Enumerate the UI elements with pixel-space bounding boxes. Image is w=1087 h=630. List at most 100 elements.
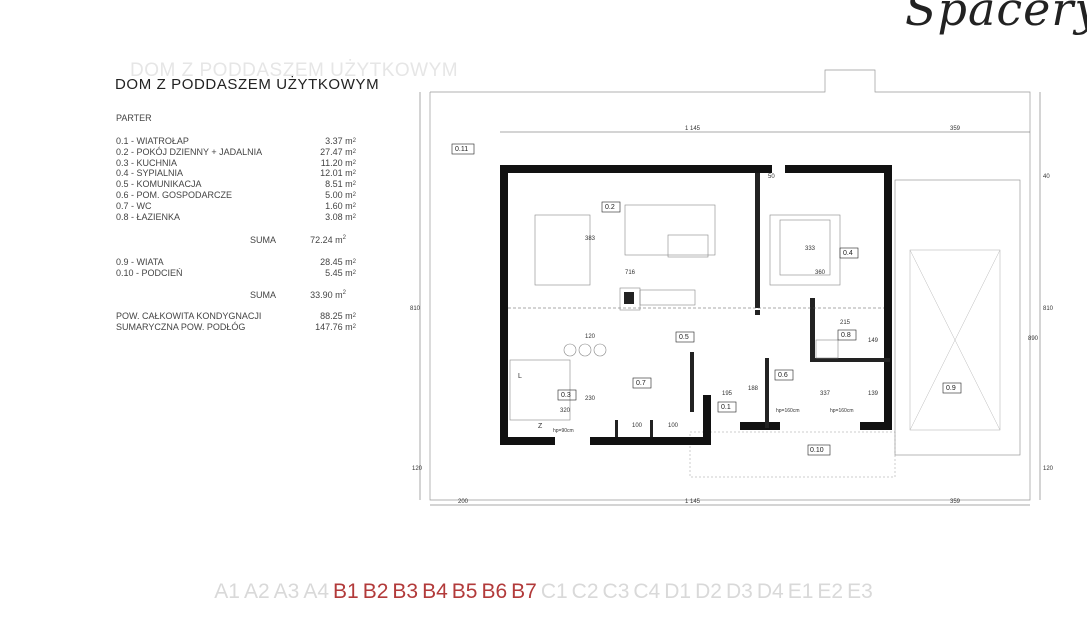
area-value: 1.60 m2 xyxy=(325,200,356,211)
nav-item-a1[interactable]: A1 xyxy=(214,580,240,603)
area-value: 28.45 m2 xyxy=(320,257,356,267)
svg-text:0.7: 0.7 xyxy=(636,380,646,387)
area-label: 0.10 - PODCIEŃ xyxy=(116,267,183,278)
dimension-labels: 1 145 359 200 1 145 359 810 810 890 120 … xyxy=(410,126,1054,505)
svg-text:Z: Z xyxy=(538,423,543,430)
ghost-title: DOM Z PODDASZEM UŻYTKOWYM xyxy=(130,60,459,81)
nav-item-b1[interactable]: B1 xyxy=(333,580,359,603)
nav-item-a4[interactable]: A4 xyxy=(303,580,329,603)
nav-item-b6[interactable]: B6 xyxy=(481,580,508,603)
nav-item-d4[interactable]: D4 xyxy=(756,580,784,603)
area-row: 0.9 - WIATA 28.45 m2 xyxy=(116,257,356,268)
svg-text:337: 337 xyxy=(820,391,831,397)
area-value: 12.01 m2 xyxy=(320,168,356,179)
plan-notes: hp=90cm hp=160cm hp=160cm Z L xyxy=(518,373,854,434)
svg-text:195: 195 xyxy=(722,391,733,397)
area-label: 0.9 - WIATA xyxy=(116,257,164,267)
nav-item-b7[interactable]: B7 xyxy=(511,580,537,603)
nav-item-c2[interactable]: C2 xyxy=(571,580,599,603)
area-value: 3.08 m2 xyxy=(325,211,356,222)
area-label: 0.1 - WIATROŁAP xyxy=(116,136,189,146)
svg-text:0.3: 0.3 xyxy=(561,392,571,399)
svg-text:0.10: 0.10 xyxy=(810,447,824,454)
area-label: 0.7 - WC xyxy=(116,200,152,211)
svg-text:890: 890 xyxy=(1028,336,1039,342)
nav-item-b3[interactable]: B3 xyxy=(392,580,419,603)
nav-item-d3[interactable]: D3 xyxy=(725,580,753,603)
area-label: 0.2 - POKÓJ DZIENNY + JADALNIA xyxy=(116,146,263,157)
svg-text:230: 230 xyxy=(585,396,596,402)
svg-text:40: 40 xyxy=(1043,174,1050,180)
area-label: 0.6 - POM. GOSPODARCZE xyxy=(116,189,233,200)
nav-item-a3[interactable]: A3 xyxy=(273,580,300,603)
svg-text:120: 120 xyxy=(412,466,423,472)
svg-text:139: 139 xyxy=(868,391,879,397)
svg-text:hp=160cm: hp=160cm xyxy=(776,408,800,414)
svg-text:120: 120 xyxy=(1043,466,1054,472)
svg-text:359: 359 xyxy=(950,499,961,505)
svg-text:100: 100 xyxy=(668,423,679,429)
roof-outline xyxy=(429,69,1031,501)
area-label: 0.5 - KOMUNIKACJA xyxy=(116,179,202,190)
area-value: 11.20 m2 xyxy=(320,157,356,168)
svg-text:L: L xyxy=(518,373,522,380)
svg-text:716: 716 xyxy=(625,270,636,276)
area-label: 0.4 - SYPIALNIA xyxy=(116,168,184,179)
svg-text:383: 383 xyxy=(585,236,596,242)
carport-outline xyxy=(894,179,1021,456)
dimension-lines xyxy=(419,92,1041,506)
nav-item-c4[interactable]: C4 xyxy=(633,580,661,603)
floor-plan: 0.11 0.2 0.4 0.5 0.8 0.7 0.6 0.3 0.1 0.1… xyxy=(410,69,1054,506)
svg-text:0.6: 0.6 xyxy=(778,372,788,379)
area-value: 5.00 m2 xyxy=(325,189,356,200)
svg-text:810: 810 xyxy=(410,306,421,312)
area-row: 0.7 - WC 1.60 m2 xyxy=(116,201,356,212)
svg-text:50: 50 xyxy=(768,174,775,180)
nav-item-d2[interactable]: D2 xyxy=(695,580,722,603)
svg-text:120: 120 xyxy=(585,334,596,340)
svg-text:0.2: 0.2 xyxy=(605,204,615,211)
area-label: POW. CAŁKOWITA KONDYGNACJI xyxy=(116,311,262,321)
brand-logo: Spacery xyxy=(905,0,1087,36)
svg-text:359: 359 xyxy=(950,126,961,132)
svg-text:188: 188 xyxy=(748,386,759,392)
external-walls xyxy=(500,165,892,445)
svg-text:0.1: 0.1 xyxy=(721,404,731,411)
svg-text:810: 810 xyxy=(1043,306,1054,312)
nav-item-b2[interactable]: B2 xyxy=(362,580,389,603)
area-row: 0.4 - SYPIALNIA 12.01 m2 xyxy=(116,168,356,179)
area-value: 27.47 m2 xyxy=(320,146,356,157)
svg-text:333: 333 xyxy=(805,246,816,252)
nav-item-c1[interactable]: C1 xyxy=(540,580,568,603)
svg-text:215: 215 xyxy=(840,320,851,326)
nav-item-c3[interactable]: C3 xyxy=(602,580,630,603)
svg-text:hp=160cm: hp=160cm xyxy=(830,408,854,414)
area-value: 5.45 m2 xyxy=(325,267,356,278)
area-label: SUMARYCZNA POW. PODŁÓG xyxy=(116,321,246,332)
area-label: 0.3 - KUCHNIA xyxy=(116,157,178,168)
porch-outline xyxy=(689,431,896,478)
nav-item-a2[interactable]: A2 xyxy=(243,580,270,603)
area-row: 0.10 - PODCIEŃ 5.45 m2 xyxy=(116,268,356,279)
room-tags: 0.11 0.2 0.4 0.5 0.8 0.7 0.6 0.3 0.1 0.1… xyxy=(451,143,962,456)
nav-item-b5[interactable]: B5 xyxy=(451,580,478,603)
nav-item-e1[interactable]: E1 xyxy=(787,580,814,603)
area-row: 0.6 - POM. GOSPODARCZE 5.00 m2 xyxy=(116,190,356,201)
nav-item-e3[interactable]: E3 xyxy=(847,580,873,603)
svg-text:0.4: 0.4 xyxy=(843,250,853,257)
nav-item-b4[interactable]: B4 xyxy=(422,580,448,603)
svg-text:0.8: 0.8 xyxy=(841,332,851,339)
internal-walls xyxy=(615,173,890,437)
nav-item-d1[interactable]: D1 xyxy=(664,580,692,603)
svg-text:0.11: 0.11 xyxy=(455,146,468,153)
nav-item-e2[interactable]: E2 xyxy=(817,580,844,603)
page-title: DOM Z PODDASZEM UŻYTKOWYM xyxy=(115,76,380,93)
outdoor-table: 0.9 - WIATA 28.45 m2 0.10 - PODCIEŃ 5.45 m2 xyxy=(116,257,356,279)
